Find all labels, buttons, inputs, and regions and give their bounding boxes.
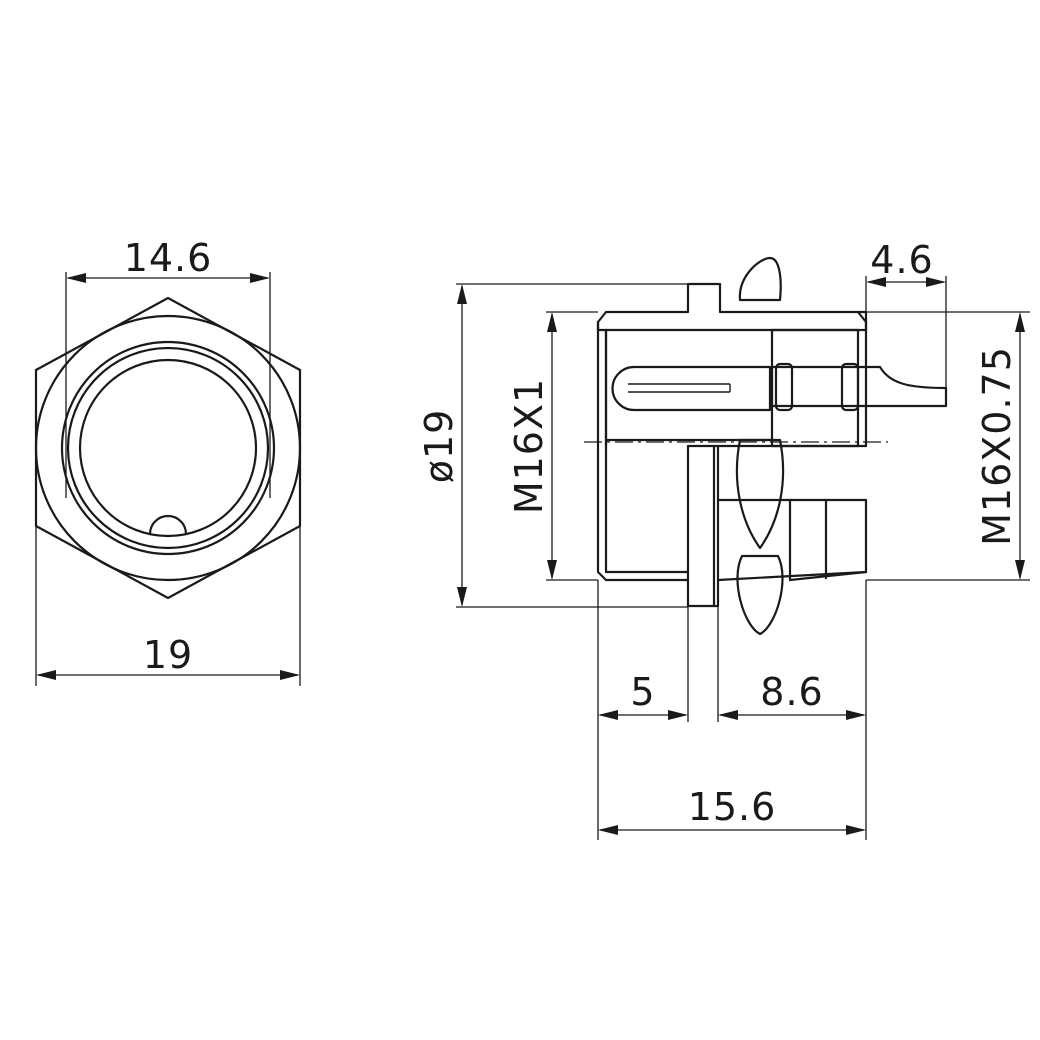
dim-front-inner-width: 14.6 [66, 236, 270, 283]
side-view: ø19 M16X1 M16X0.75 4.6 5 [417, 238, 1030, 840]
thread-circle [60, 340, 276, 556]
dim-flange-diameter: ø19 [417, 284, 467, 607]
dim-thread-rear: M16X0.75 [975, 312, 1025, 580]
dim-label-5: 5 [630, 670, 655, 714]
key-notch [148, 514, 188, 536]
dim-label-m16x0-75: M16X0.75 [975, 346, 1019, 546]
flange [686, 444, 720, 608]
dim-label-14-6: 14.6 [124, 236, 213, 280]
shell-body-outline [596, 320, 690, 582]
front-view: 14.6 19 [34, 236, 302, 686]
hex-nut-outline [34, 296, 302, 600]
bore-outer-circle [66, 346, 270, 550]
dim-label-4-6: 4.6 [870, 238, 933, 282]
bore-inner-circle [78, 358, 258, 538]
dim-label-15-6: 15.6 [688, 785, 777, 829]
dim-label-19: 19 [143, 633, 193, 677]
knurled-insert [770, 328, 860, 448]
rear-thread [716, 498, 868, 582]
hex-chamfer-circle [34, 314, 302, 582]
dim-label-m16x1: M16X1 [507, 378, 551, 514]
dim-total-length: 15.6 [598, 785, 866, 835]
shell-section-hatched [596, 282, 868, 332]
dim-label-dia-19: ø19 [417, 409, 461, 484]
dim-thread-body: M16X1 [507, 312, 557, 580]
dim-middle-length: 8.6 [718, 670, 866, 720]
contact-pin [611, 365, 772, 412]
dim-front-outer-width: 19 [36, 633, 300, 680]
dim-label-8-6: 8.6 [760, 670, 823, 714]
dim-front-length: 5 [598, 670, 688, 720]
dim-rear-length: 4.6 [866, 238, 946, 287]
nut-lobes [735, 256, 785, 636]
